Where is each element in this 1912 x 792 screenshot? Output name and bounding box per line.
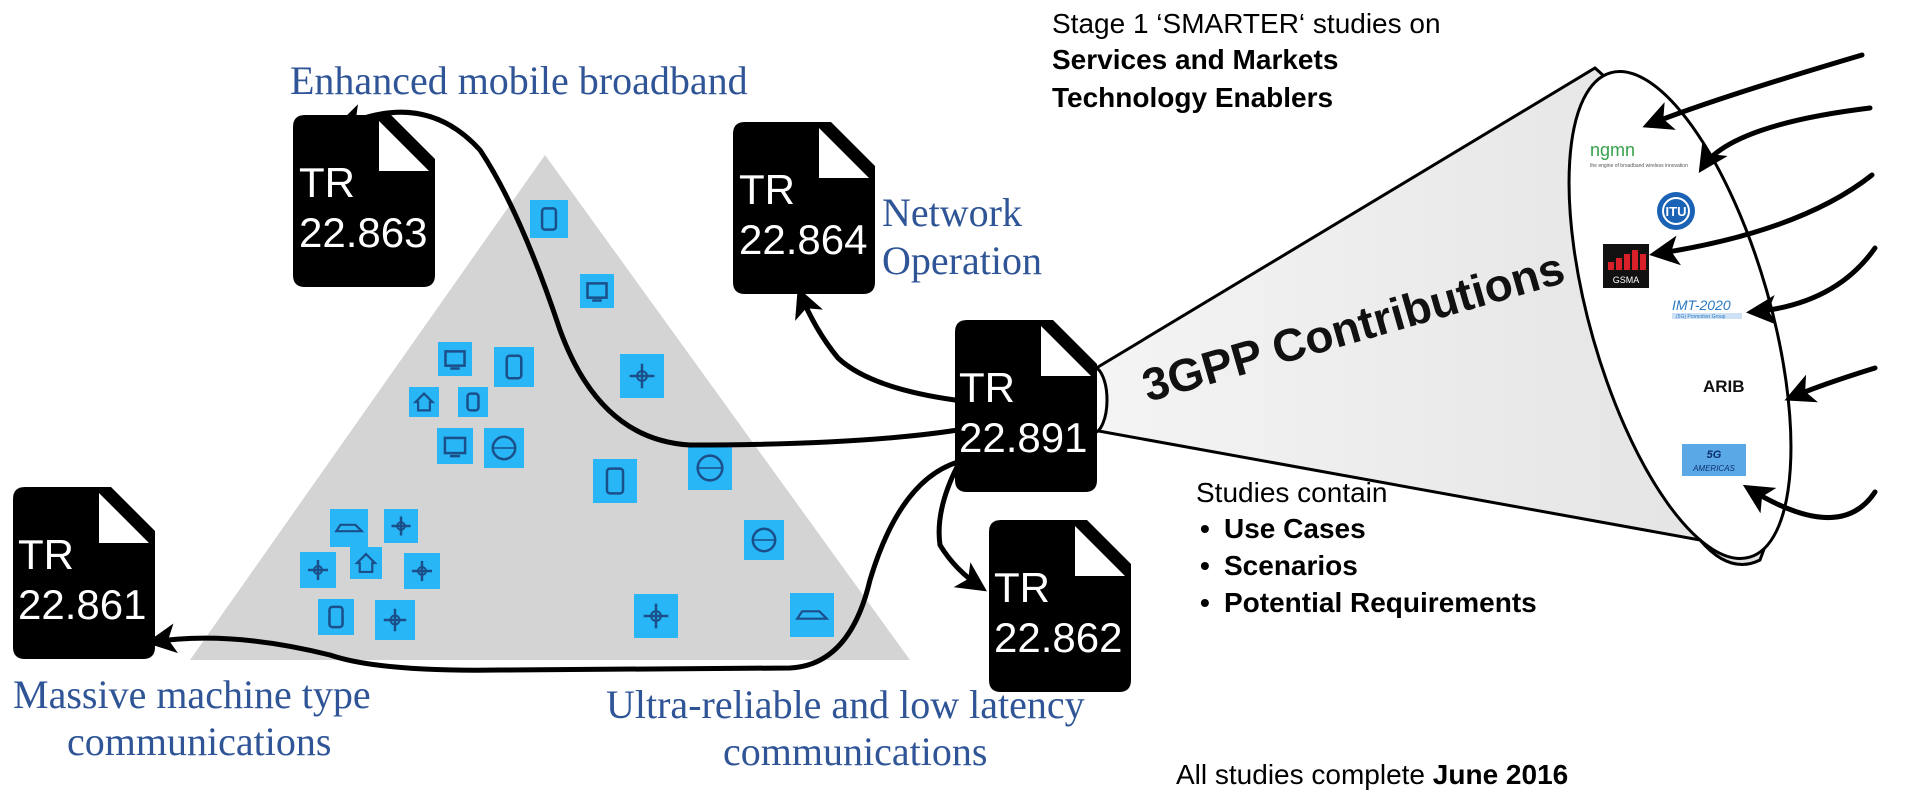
camcorder-icon [375,600,415,640]
label-urllc-line2: communications [723,729,987,774]
connection-arrows [146,104,987,673]
footer-note: All studies complete June 2016 [1176,759,1568,790]
studies-item: • [1200,587,1210,618]
label-urllc-line1: Ultra-reliable and low latency [606,682,1085,727]
building-icon [458,387,488,417]
itu-logo: ITU [1657,192,1695,230]
svg-text:22.862: 22.862 [994,614,1122,661]
phone-icon [593,459,637,503]
tv-icon [437,428,473,464]
arib-logo: ARIB [1703,377,1745,396]
meter-icon [318,599,354,635]
partner-logos: ngmn the engine of broadband wireless in… [1580,132,1746,476]
label-network-line2: Operation [882,238,1042,283]
studies-list: • Use Cases • Scenarios • Potential Requ… [1200,513,1537,618]
signal-icon [744,520,784,560]
car-icon [330,509,368,547]
doc-tr-22861: TR 22.861 [13,487,155,659]
svg-text:ARIB: ARIB [1703,377,1745,396]
studies-heading: Studies contain [1196,477,1387,508]
5g-americas-logo: 5G AMERICAS [1682,444,1746,476]
ngmn-logo: ngmn the engine of broadband wireless in… [1580,132,1688,176]
studies-item: • [1200,513,1210,544]
contributions-funnel: 3GPP Contributions [1077,66,1793,566]
doc-tr-22864: TR 22.864 [733,122,875,294]
gsma-logo: GSMA [1603,244,1649,288]
svg-text:22.891: 22.891 [959,414,1087,461]
globe-icon [688,446,732,490]
svg-text:GSMA: GSMA [1613,275,1640,285]
svg-text:TR: TR [994,564,1050,611]
svg-text:TR: TR [299,159,355,206]
svg-text:22.864: 22.864 [739,216,867,263]
studies-item-label: Use Cases [1224,513,1366,544]
imt2020-logo: IMT-2020 (5G) Promotion Group [1672,297,1742,320]
doc-tr-22891: TR 22.891 [955,320,1097,492]
gamepad-icon [620,354,664,398]
intro-line3: Technology Enablers [1052,82,1333,113]
tablet-icon [580,274,614,308]
label-embb: Enhanced mobile broadband [290,58,748,103]
car-icon [790,593,834,637]
svg-text:IMT-2020: IMT-2020 [1672,297,1731,313]
satellite-icon [300,552,336,588]
junction-icon [404,553,440,589]
label-mmtc-line2: communications [67,719,331,764]
svg-text:22.861: 22.861 [18,581,146,628]
intro-line1: Stage 1 ‘SMARTER‘ studies on [1052,8,1441,39]
svg-text:ngmn: ngmn [1590,140,1635,160]
svg-text:ITU: ITU [1666,204,1687,219]
home-icon [409,387,439,417]
studies-item: • [1200,550,1210,581]
crosshair-icon [634,594,678,638]
fridge-icon [494,347,534,387]
svg-text:(5G) Promotion Group: (5G) Promotion Group [1676,314,1726,320]
incoming-arrows [1642,52,1878,520]
studies-item-label: Potential Requirements [1224,587,1537,618]
svg-text:22.863: 22.863 [299,209,427,256]
svg-text:TR: TR [18,531,74,578]
studies-item-label: Scenarios [1224,550,1358,581]
doc-tr-22862: TR 22.862 [989,520,1131,692]
camera-icon [484,428,524,468]
svg-text:5G: 5G [1707,449,1722,461]
sensor-icon [384,509,418,543]
intro-line2: Services and Markets [1052,44,1338,75]
svg-text:TR: TR [959,364,1015,411]
home-icon [350,547,382,579]
device-icons [300,200,834,640]
label-mmtc-line1: Massive machine type [13,672,371,717]
monitor-icon [438,342,472,376]
device-triangle [190,155,910,660]
svg-text:AMERICAS: AMERICAS [1692,464,1735,473]
svg-text:TR: TR [739,166,795,213]
label-network-line1: Network [882,190,1022,235]
storage-icon [530,200,568,238]
doc-tr-22863: TR 22.863 [293,115,435,287]
svg-text:the engine of broadband wirele: the engine of broadband wireless innovat… [1590,163,1688,169]
